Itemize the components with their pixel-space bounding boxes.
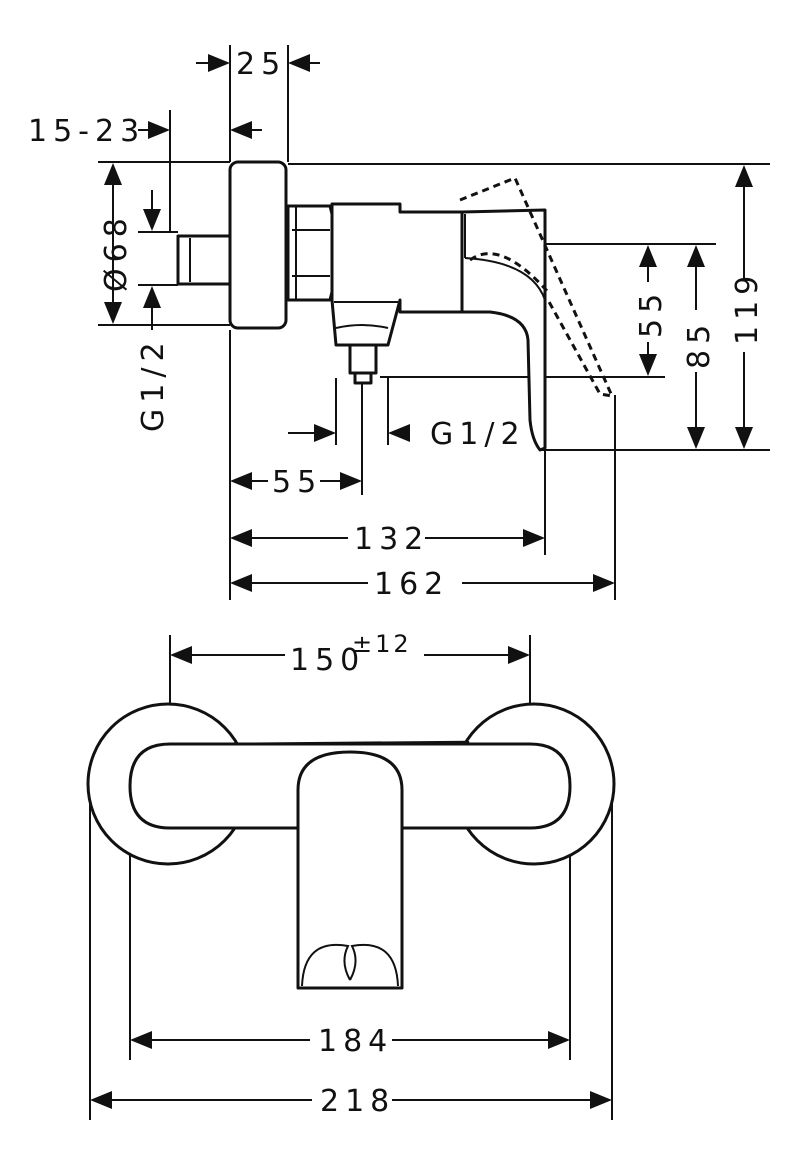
dim-184: 184 [318, 1024, 393, 1059]
dim-15-23: 15-23 [28, 114, 145, 149]
mixer-body [330, 202, 467, 347]
dim-150-tolerance: ±12 [352, 630, 412, 658]
dim-162: 162 [374, 567, 449, 602]
eccentric-connector [176, 234, 234, 286]
dim-150: 150 [290, 643, 365, 678]
side-view: 25 15-23 Ø68 G1/2 G1/2 55 132 [28, 45, 770, 602]
dim-132: 132 [354, 522, 429, 557]
dim-119: 119 [730, 270, 765, 345]
dim-55-h: 55 [272, 465, 322, 500]
dim-85: 85 [682, 319, 717, 369]
front-view: 150 ±12 184 218 [86, 630, 616, 1120]
lever-handle [460, 208, 547, 452]
dim-218: 218 [320, 1084, 395, 1119]
dim-68: Ø68 [99, 212, 134, 292]
wall-rosette [228, 160, 288, 330]
dim-g12-right: G1/2 [430, 417, 526, 452]
dim-g12-left: G1/2 [136, 336, 171, 432]
dim-55-v: 55 [634, 288, 669, 338]
outlet-nipple [348, 343, 378, 375]
outlet-tip [353, 371, 373, 385]
front-lever [296, 750, 404, 990]
union-nut [286, 204, 336, 302]
lever-open-position [459, 176, 615, 398]
dim-25: 25 [236, 47, 286, 82]
